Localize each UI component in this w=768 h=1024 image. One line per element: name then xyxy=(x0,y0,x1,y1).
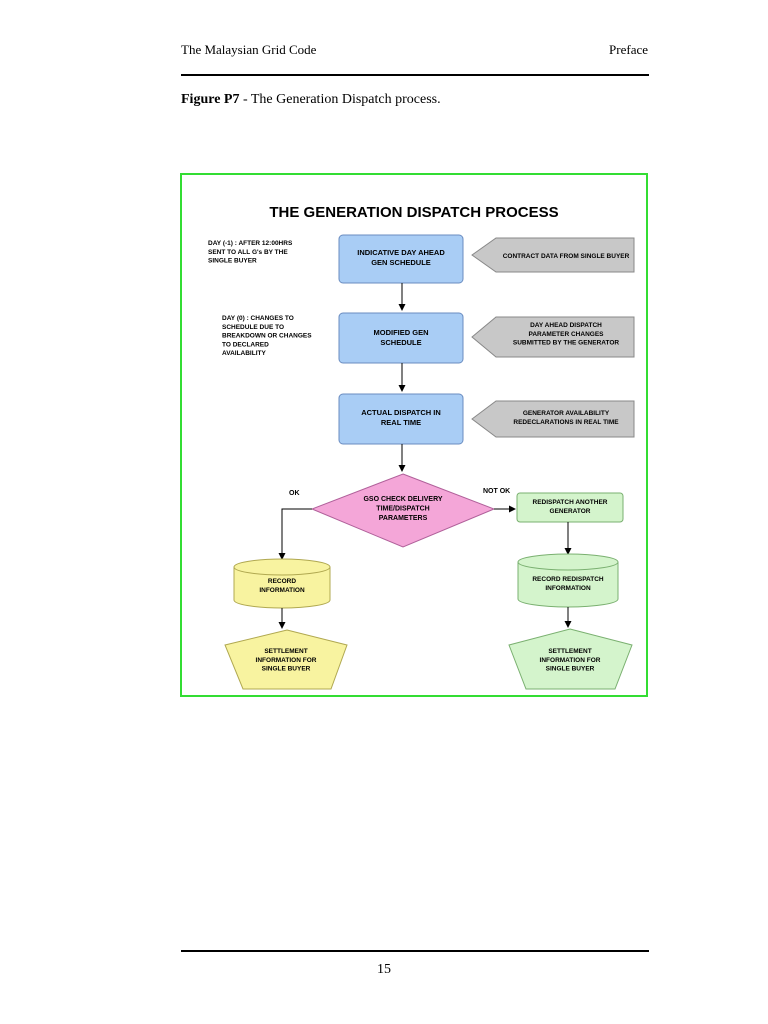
text-line: RECORD REDISPATCH xyxy=(532,576,604,583)
text-line: REDISPATCH ANOTHER xyxy=(533,499,608,506)
contract-data-label: CONTRACT DATA FROM SINGLE BUYER xyxy=(503,253,630,260)
figure-frame: THE GENERATION DISPATCH PROCESS DAY (-1)… xyxy=(180,173,648,697)
text-line: INFORMATION FOR xyxy=(540,657,601,664)
text-line: DAY (-1) : AFTER 12:00HRS xyxy=(208,240,293,247)
text-line: PARAMETER CHANGES xyxy=(529,331,605,338)
text-line: CONTRACT DATA FROM SINGLE BUYER xyxy=(503,253,630,260)
parameter-changes-input xyxy=(471,316,635,358)
settlement-right-label: SETTLEMENT INFORMATION FOR SINGLE BUYER xyxy=(540,648,601,673)
text-line: SINGLE BUYER xyxy=(208,258,257,265)
text-line: SETTLEMENT xyxy=(548,648,591,655)
text-line: TO DECLARED xyxy=(222,341,269,348)
text-line: SUBMITTED BY THE GENERATOR xyxy=(513,340,619,347)
contract-data-input xyxy=(471,237,635,273)
text-line: SINGLE BUYER xyxy=(546,666,595,673)
connector-ok-branch xyxy=(278,508,312,560)
text-line: DAY AHEAD DISPATCH xyxy=(530,322,602,329)
redispatch-label: REDISPATCH ANOTHER GENERATOR xyxy=(533,499,608,515)
settlement-right-pentagon xyxy=(508,628,633,690)
header-document-title: The Malaysian Grid Code xyxy=(181,42,317,57)
flowchart-title: THE GENERATION DISPATCH PROCESS xyxy=(269,204,558,221)
text-line: PARAMETERS xyxy=(379,515,428,522)
text-line: INFORMATION FOR xyxy=(256,657,317,664)
text-line: AVAILABILITY xyxy=(222,350,266,357)
indicative-schedule-box xyxy=(338,234,464,284)
dispatch-flowchart: THE GENERATION DISPATCH PROCESS DAY (-1)… xyxy=(208,204,635,690)
header-rule xyxy=(181,74,649,76)
text-line: DAY (0) : CHANGES TO xyxy=(222,315,294,322)
record-information-cylinder xyxy=(233,567,331,609)
actual-dispatch-box xyxy=(338,393,464,445)
footer-rule xyxy=(181,950,649,952)
text-line: SCHEDULE xyxy=(380,338,421,347)
text-line: SETTLEMENT xyxy=(264,648,307,655)
figure-label: Figure P7 xyxy=(181,92,240,107)
text-line: REAL TIME xyxy=(381,418,421,427)
text-line: INFORMATION xyxy=(259,587,305,594)
note-day-minus-1: DAY (-1) : AFTER 12:00HRS SENT TO ALL G's… xyxy=(208,240,293,265)
parameter-changes-label: DAY AHEAD DISPATCH PARAMETER CHANGES SUBMI… xyxy=(513,322,619,347)
ok-branch-label: OK xyxy=(289,490,300,497)
text-line: GENERATOR AVAILABILITY xyxy=(523,410,610,417)
settlement-left-label: SETTLEMENT INFORMATION FOR SINGLE BUYER xyxy=(256,648,317,673)
record-redispatch-cylinder-top xyxy=(517,553,619,571)
text-line: MODIFIED GEN xyxy=(373,328,428,337)
record-redispatch-cylinder xyxy=(517,562,619,608)
record-information-cylinder-top xyxy=(233,558,331,576)
text-line: SCHEDULE DUE TO xyxy=(222,324,284,331)
text-line: GENERATOR xyxy=(550,508,591,515)
text-line: REDECLARATIONS IN REAL TIME xyxy=(513,419,619,426)
text-line: INDICATIVE DAY AHEAD xyxy=(357,248,445,257)
text-line: SINGLE BUYER xyxy=(262,666,311,673)
not-ok-branch-label: NOT OK xyxy=(483,488,510,495)
text-line: INFORMATION xyxy=(545,585,591,592)
redispatch-box xyxy=(516,492,624,523)
header-section-name: Preface xyxy=(609,42,648,57)
text-line: TIME/DISPATCH xyxy=(376,505,429,512)
record-redispatch-label: RECORD REDISPATCH INFORMATION xyxy=(532,576,604,592)
text-line: BREAKDOWN OR CHANGES xyxy=(222,333,312,340)
text-line: SENT TO ALL G's BY THE xyxy=(208,249,288,256)
modified-schedule-box xyxy=(338,312,464,364)
figure-caption: Figure P7 - The Generation Dispatch proc… xyxy=(181,92,441,108)
text-line: GEN SCHEDULE xyxy=(371,258,431,267)
text-line: GSO CHECK DELIVERY xyxy=(363,496,442,503)
gso-check-decision xyxy=(310,473,496,548)
record-information-label: RECORD INFORMATION xyxy=(259,578,305,594)
availability-redeclaration-input xyxy=(471,400,635,438)
text-line: ACTUAL DISPATCH IN xyxy=(361,408,441,417)
text-line: RECORD xyxy=(268,578,296,585)
availability-redeclaration-label: GENERATOR AVAILABILITY REDECLARATIONS IN … xyxy=(513,410,619,426)
note-day-0: DAY (0) : CHANGES TO SCHEDULE DUE TO BREAK… xyxy=(222,315,312,357)
settlement-left-pentagon xyxy=(224,629,348,690)
figure-caption-text: - The Generation Dispatch process. xyxy=(239,92,441,107)
page-number: 15 xyxy=(377,962,391,977)
gso-check-label: GSO CHECK DELIVERY TIME/DISPATCH PARAMETER… xyxy=(363,496,442,522)
